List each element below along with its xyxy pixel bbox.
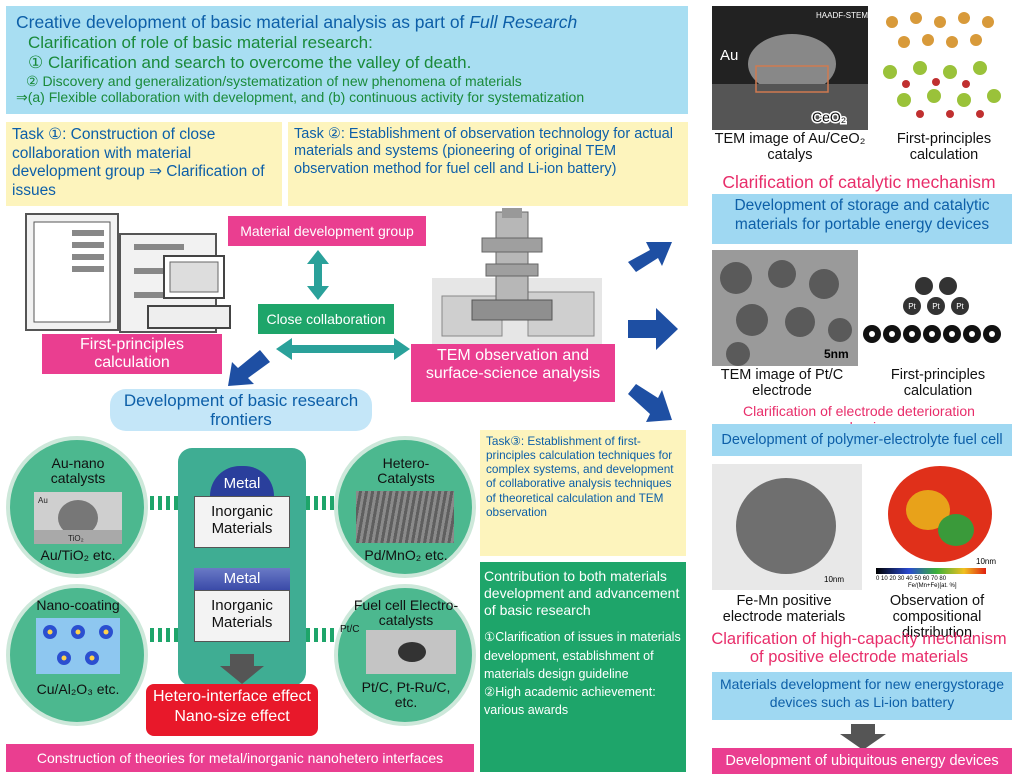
- down-arrow-right: [840, 724, 886, 750]
- pt-atom-label: Pt: [932, 302, 940, 311]
- task2-box: Task ②: Establishment of observation tec…: [288, 122, 688, 206]
- first-principles-label: First-principles calculation: [42, 334, 222, 374]
- hetero-sub: Pd/MnO₂ etc.: [364, 547, 448, 563]
- caption-fe-mn: Fe-Mn positive electrode materials: [722, 593, 846, 625]
- frontiers-label: Development of basic research frontiers: [110, 389, 372, 431]
- au-image-label: Au: [38, 496, 48, 505]
- fuel-cell-sub: Pt/C, Pt-Ru/C, etc.: [361, 679, 451, 711]
- catalytic-mechanism-heading: Clarification of catalytic mechanism: [722, 172, 996, 192]
- task1-box: Task ①: Construction of close collaborat…: [6, 122, 282, 206]
- task3-box: Task③: Establishment of first-principles…: [480, 430, 686, 556]
- connector-au: [150, 496, 178, 510]
- tem-observation-label: TEM observation and surface-science anal…: [411, 344, 615, 402]
- au-nano-sub: Au/TiO₂ etc.: [40, 547, 116, 563]
- polymer-fuel-cell-box: Development of polymer-electrolyte fuel …: [712, 424, 1012, 456]
- nano-coating-title: Nano-coating: [36, 597, 120, 613]
- nano-coating-sub: Cu/Al₂O₃ etc.: [36, 681, 120, 697]
- tio2-image-label: TiO₂: [68, 534, 84, 543]
- header-panel: Creative development of basic material a…: [6, 6, 688, 114]
- colorbar-label: Fe/(Mn+Fe)[at. %]: [908, 583, 957, 589]
- tem-microscope-illustration: [432, 208, 602, 344]
- scale-5nm: 5nm: [824, 347, 849, 361]
- header-line-role: Clarification of role of basic material …: [28, 32, 373, 52]
- fuel-cell-image: [366, 630, 456, 674]
- haadf-tag: HAADF-STEM: [816, 11, 868, 20]
- caption-tem-ptc: TEM image of Pt/C electrode: [720, 367, 844, 399]
- pt-atom-label: Pt: [908, 302, 916, 311]
- ubiquitous-energy-label: Development of ubiquitous energy devices: [712, 748, 1012, 774]
- connector-fuel: [306, 628, 334, 642]
- scale-10nm-left: 10nm: [824, 575, 844, 584]
- hetero-title: Hetero-Catalysts: [377, 455, 435, 487]
- nano-coating-image: [36, 618, 120, 674]
- caption-compositional: Observation of compositional distributio…: [889, 593, 985, 641]
- tem-au-ceo2-image: HAADF-STEM Au CeO₂: [712, 6, 868, 130]
- colorbar-ticks: 0 10 20 30 40 50 60 70 80: [876, 576, 947, 582]
- high-capacity-heading: Clarification of high-capacity mechanism…: [711, 630, 1007, 667]
- arrow-right: [628, 308, 678, 350]
- computer-illustration: [25, 213, 231, 333]
- arrow-to-frontiers: [228, 350, 270, 386]
- arrow-up-right: [628, 242, 672, 272]
- construction-label: Construction of theories for metal/inorg…: [6, 744, 474, 772]
- first-principles-pt-image: Pt Pt Pt: [862, 250, 1012, 366]
- contribution-title: Contribution to both materials developme…: [484, 568, 680, 618]
- connector-hetero: [306, 496, 334, 510]
- inorganic-block-bottom: Inorganic Materials: [194, 590, 290, 642]
- ceo2-tag: CeO₂: [812, 109, 846, 125]
- down-arrow-center: [220, 654, 264, 684]
- fe-mn-electrode-image: 10nm: [712, 464, 862, 590]
- caption-first-principles-1: First-principles calculation: [896, 131, 992, 163]
- hetero-image: [356, 491, 454, 543]
- contribution-item2: ②High academic achievement: various awar…: [484, 684, 656, 717]
- compositional-map-image: 10nm 0 10 20 30 40 50 60 70 80 Fe/(Mn+Fe…: [868, 464, 1012, 590]
- connector-nano: [150, 628, 178, 642]
- storage-catalytic-box: Development of storage and catalytic mat…: [712, 194, 1012, 244]
- li-ion-box: Materials development for new energystor…: [712, 672, 1012, 720]
- first-principles-au-image: [876, 6, 1010, 130]
- inorganic-block-top: Inorganic Materials: [194, 496, 290, 548]
- au-tag: Au: [720, 47, 738, 64]
- hetero-interface-effect: Hetero-interface effect: [152, 688, 311, 705]
- ptc-image-label: Pt/C: [340, 624, 360, 635]
- tem-ptc-image: 5nm: [712, 250, 858, 366]
- header-line-discovery: ② Discovery and generalization/systemati…: [26, 72, 522, 89]
- caption-tem-au-ceo2: TEM image of Au/CeO₂ catalys: [714, 131, 866, 163]
- arrow-down-right: [628, 384, 672, 422]
- header-line-collaboration: ⇒(a) Flexible collaboration with develop…: [16, 89, 585, 106]
- au-nano-image: Au TiO₂: [34, 492, 122, 544]
- nano-size-effect: Nano-size effect: [174, 708, 290, 725]
- scale-10nm-right: 10nm: [976, 557, 996, 566]
- hetero-effect-box: Hetero-interface effect Nano-size effect: [146, 684, 318, 736]
- contribution-box: Contribution to both materials developme…: [480, 562, 686, 772]
- horizontal-double-arrow: [276, 338, 410, 360]
- fuel-cell-title: Fuel cell Electro-catalysts: [353, 597, 459, 629]
- main-title: Creative development of basic material a…: [16, 12, 578, 32]
- header-line-valley: ① Clarification and search to overcome t…: [28, 52, 472, 72]
- metal-layer: Metal: [194, 568, 290, 590]
- vertical-double-arrow: [307, 250, 329, 300]
- au-nano-title: Au-nano catalysts: [50, 455, 106, 487]
- material-dev-group-label: Material development group: [228, 216, 426, 246]
- pt-atom-label: Pt: [956, 302, 964, 311]
- contribution-item1: ①Clarification of issues in materials de…: [484, 630, 681, 681]
- caption-first-principles-2: First-principles calculation: [890, 367, 986, 399]
- close-collaboration-label: Close collaboration: [258, 304, 394, 334]
